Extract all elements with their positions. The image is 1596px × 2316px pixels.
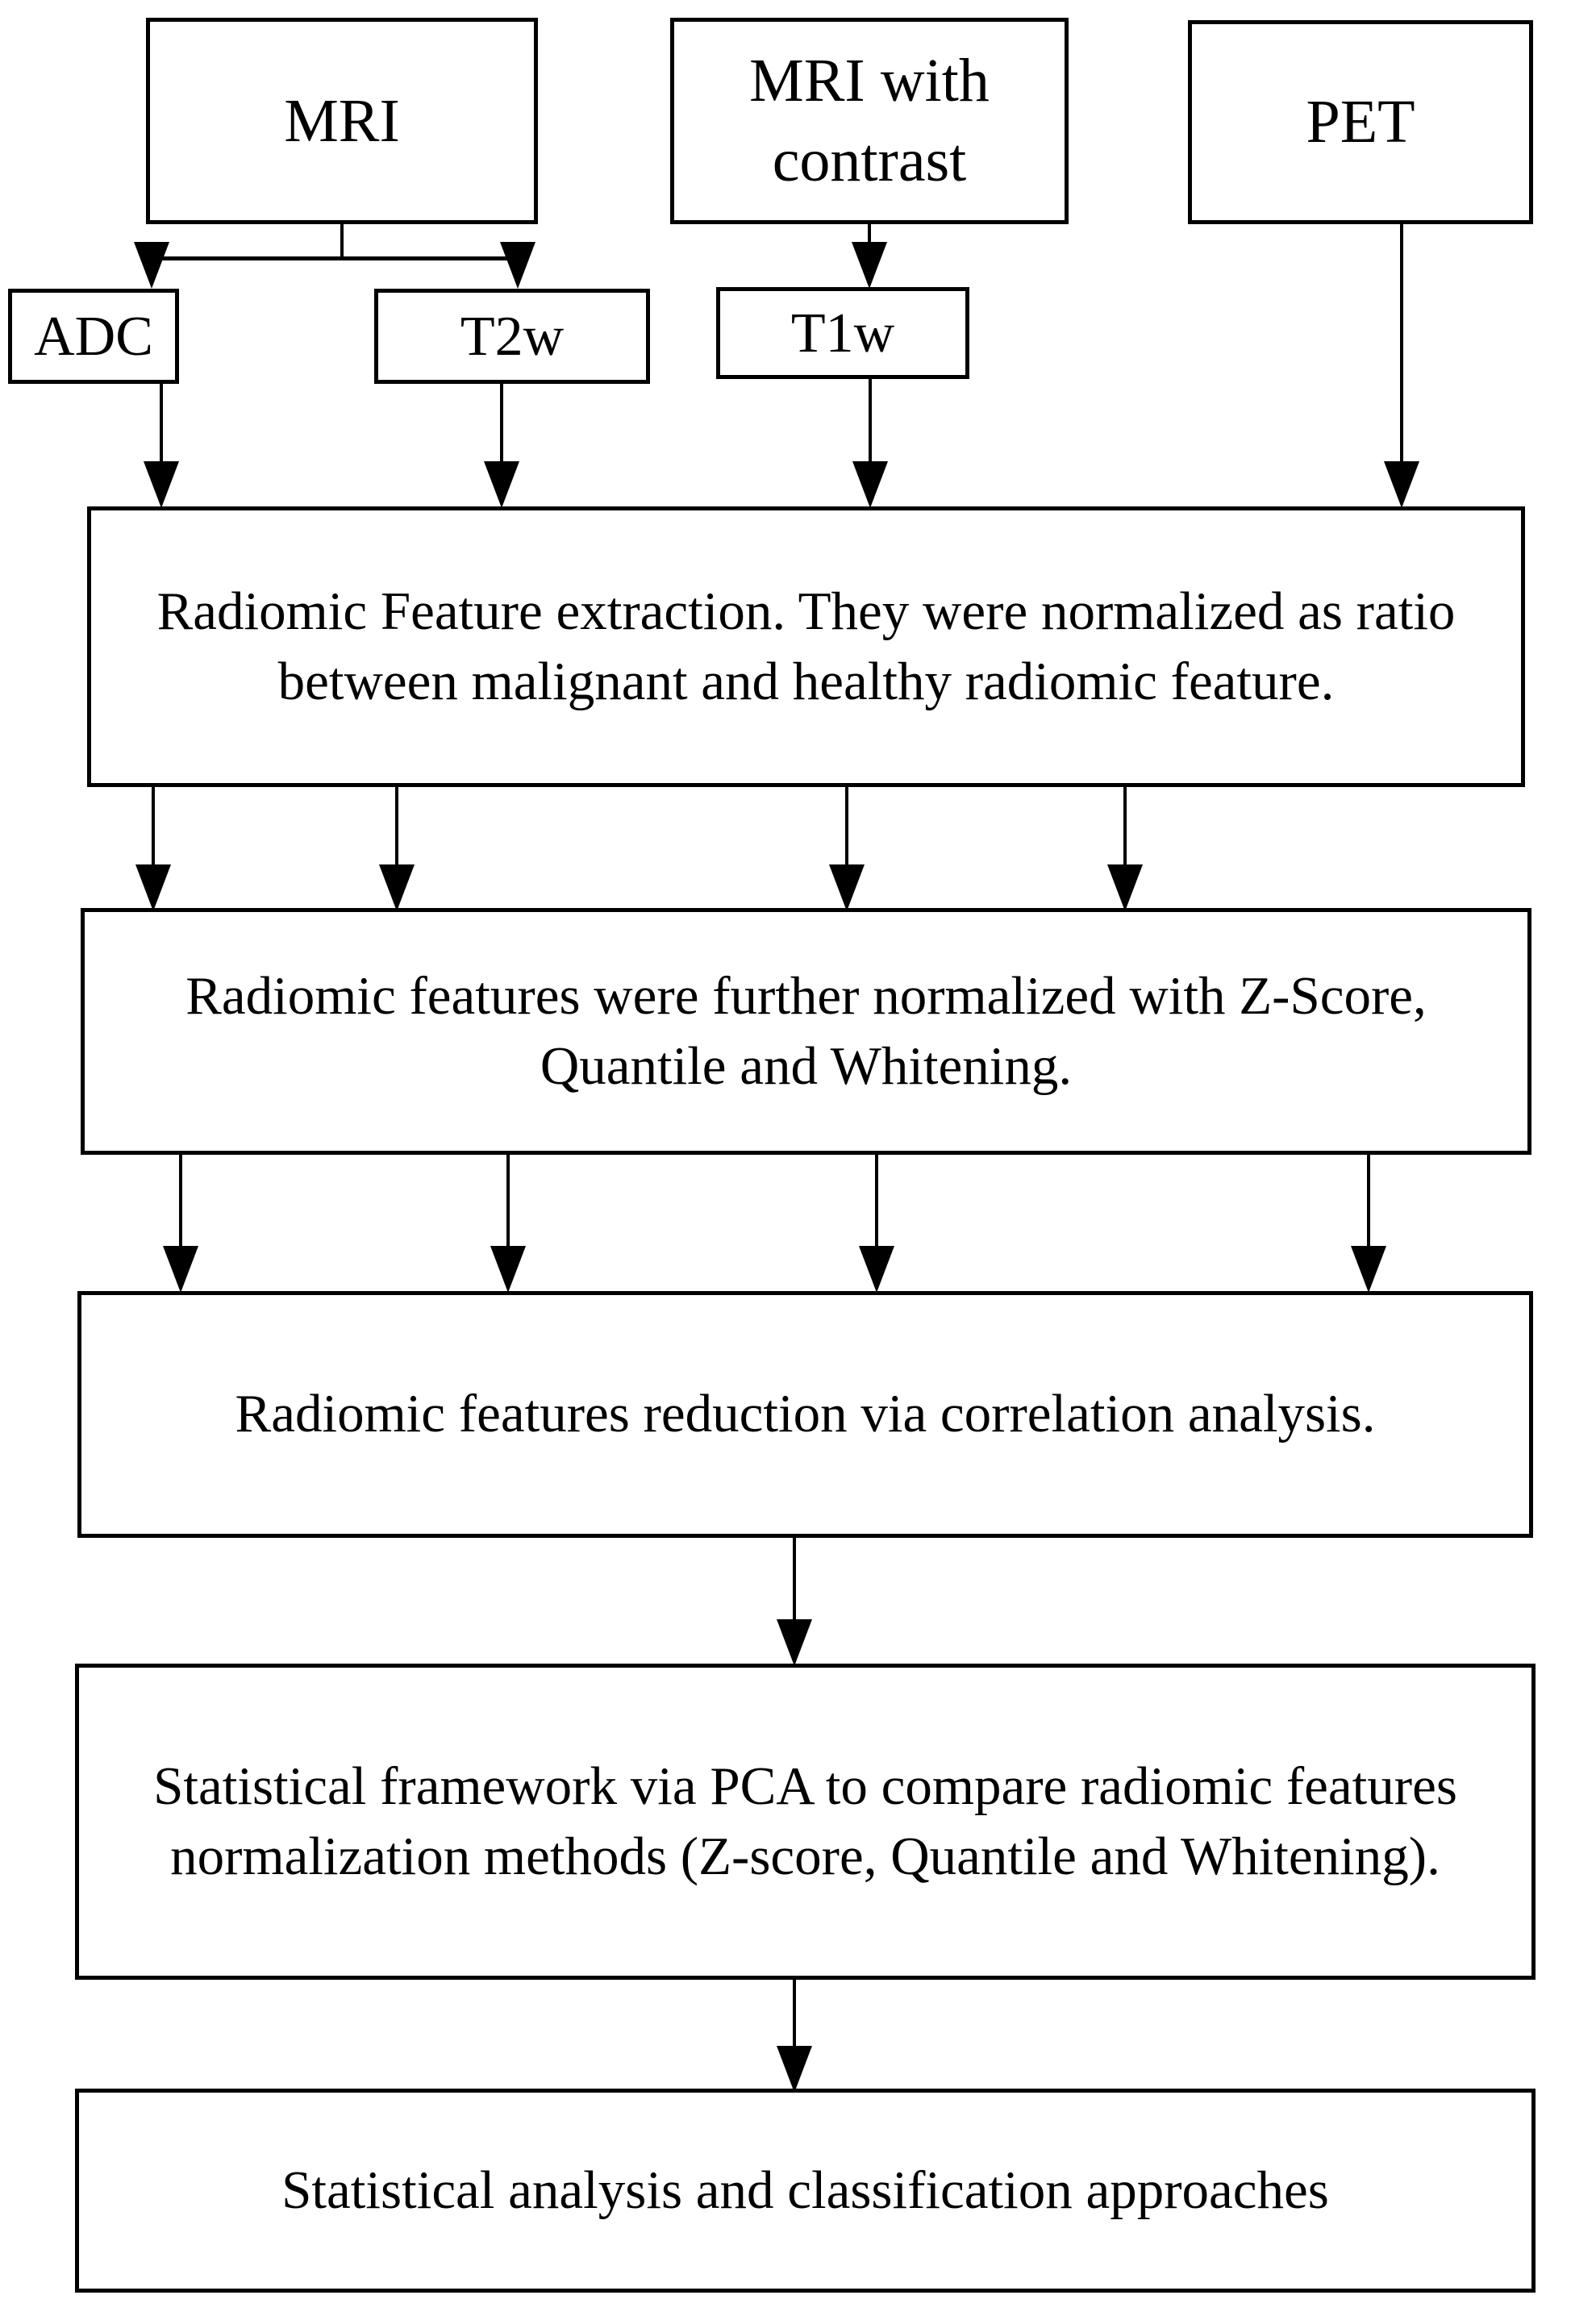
edge-extraction-to-normalization-arrowhead-1 [135,864,171,911]
edge-mri-split-bar [150,256,519,260]
edge-extraction-to-normalization-line-1 [152,785,155,866]
edge-mric-to-t1w-line [868,223,871,256]
edge-normalization-to-reduction-line-2 [506,1153,510,1248]
node-t2w-label: T2w [460,305,565,368]
node-statistical-analysis-label: Statistical analysis and classification … [281,2160,1329,2220]
edge-t2w-to-extraction-arrowhead [484,461,519,508]
edge-extraction-to-normalization-line-3 [845,785,848,866]
edge-mric-to-t1w-arrowhead [852,242,887,289]
edge-extraction-to-normalization-line-2 [395,785,398,866]
node-t1w-label: T1w [790,302,895,364]
edge-reduction-to-pca-arrowhead [777,1619,812,1666]
edge-extraction-to-normalization-arrowhead-4 [1107,864,1143,911]
node-mri-label: MRI [284,86,400,155]
node-pet-label: PET [1306,88,1415,156]
node-mri-with-contrast-label: MRI with contrast [749,47,990,194]
edge-extraction-to-normalization-arrowhead-2 [379,864,415,911]
edge-adc-to-extraction-line [160,382,163,463]
edge-mri-to-t2w-arrowhead [500,242,535,289]
node-pca-framework: Statistical framework via PCA to compare… [75,1664,1536,1980]
node-feature-reduction: Radiomic features reduction via correlat… [77,1291,1533,1538]
edge-pca-to-final-line [793,1978,796,2051]
node-mri: MRI [146,18,538,224]
edge-t2w-to-extraction-line [500,382,503,463]
node-adc-label: ADC [34,305,153,368]
edge-extraction-to-normalization-arrowhead-3 [829,864,865,911]
edge-reduction-to-pca-line [793,1536,796,1623]
node-feature-normalization: Radiomic features were further normalize… [81,908,1531,1155]
node-feature-normalization-label: Radiomic features were further normalize… [185,965,1427,1096]
edge-normalization-to-reduction-arrowhead-3 [859,1246,894,1293]
edge-normalization-to-reduction-arrowhead-1 [163,1246,198,1293]
edge-adc-to-extraction-arrowhead [144,461,179,508]
node-feature-extraction-label: Radiomic Feature extraction. They were n… [156,581,1456,711]
node-t2w: T2w [374,289,650,384]
edge-pet-to-extraction-line [1400,223,1403,463]
edge-t1w-to-extraction-line [869,377,872,463]
edge-normalization-to-reduction-arrowhead-2 [490,1246,526,1293]
edge-mri-to-adc-arrowhead [134,242,169,289]
edge-pet-to-extraction-arrowhead [1384,461,1419,508]
edge-normalization-to-reduction-line-4 [1367,1153,1370,1248]
edge-pca-to-final-arrowhead [777,2046,812,2093]
node-pet: PET [1188,20,1533,224]
node-pca-framework-label: Statistical framework via PCA to compare… [153,1756,1457,1886]
node-feature-reduction-label: Radiomic features reduction via correlat… [235,1384,1376,1444]
edge-normalization-to-reduction-line-1 [179,1153,182,1248]
node-mri-with-contrast: MRI with contrast [670,18,1069,224]
node-statistical-analysis: Statistical analysis and classification … [75,2089,1536,2293]
edge-normalization-to-reduction-line-3 [875,1153,878,1248]
node-feature-extraction: Radiomic Feature extraction. They were n… [87,506,1525,787]
node-adc: ADC [8,289,179,384]
edge-normalization-to-reduction-arrowhead-4 [1351,1246,1386,1293]
edge-t1w-to-extraction-arrowhead [852,461,888,508]
edge-mri-stem [340,223,344,258]
edge-extraction-to-normalization-line-4 [1123,785,1127,866]
node-t1w: T1w [716,287,969,379]
